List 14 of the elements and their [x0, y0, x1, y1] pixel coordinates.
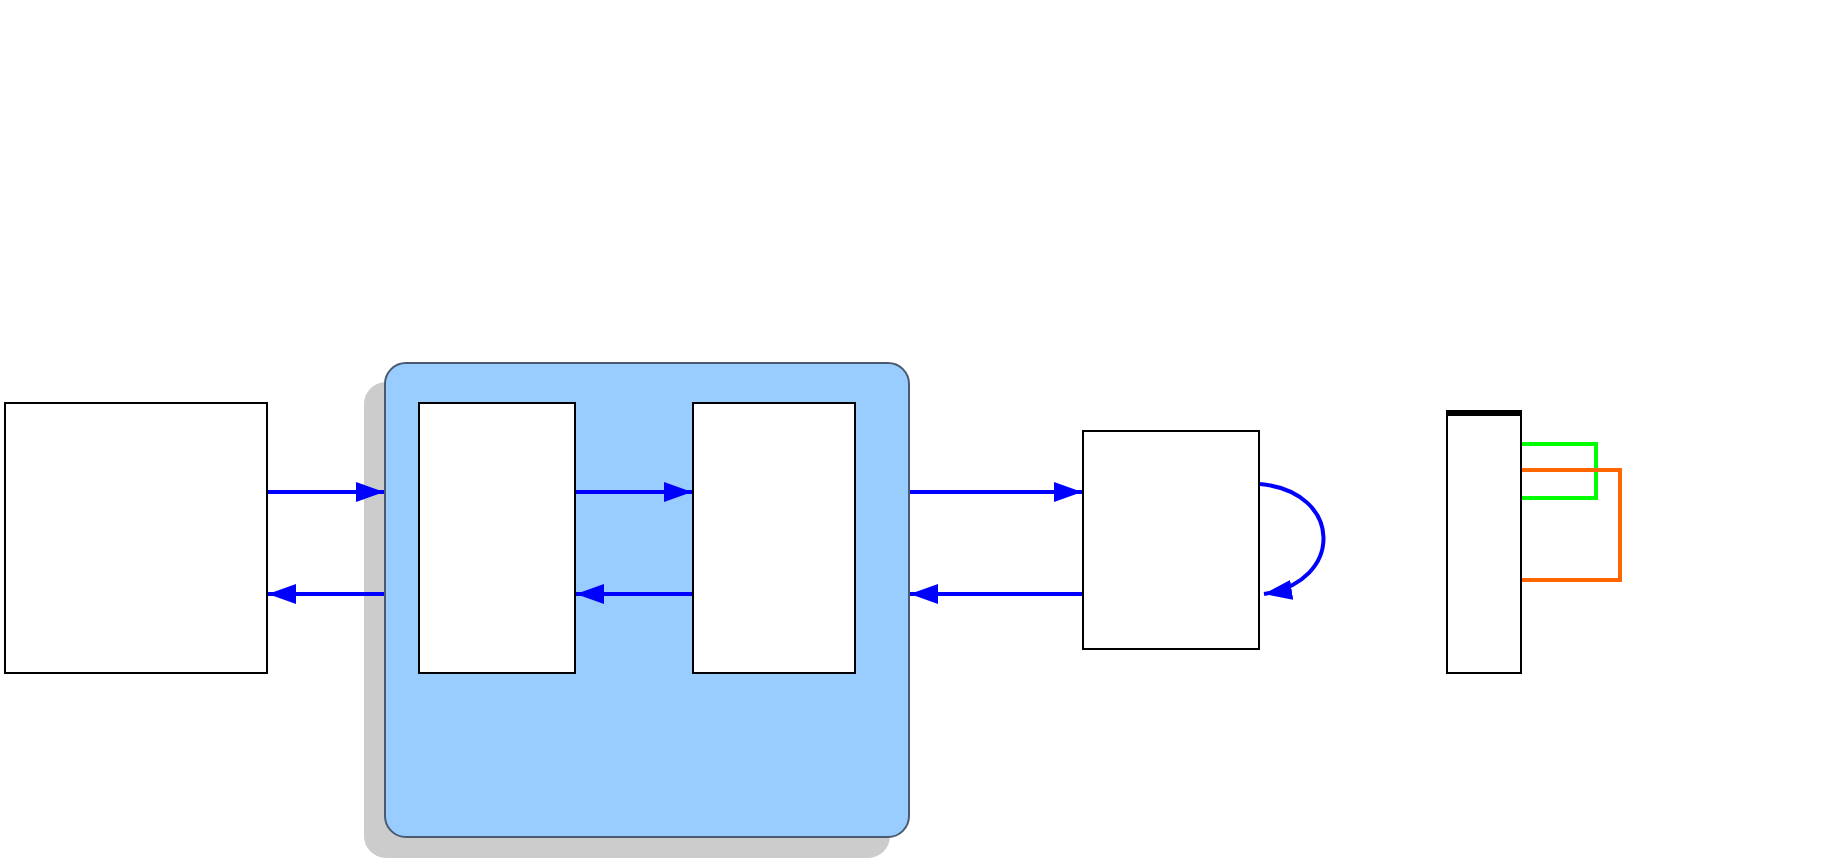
block-box	[692, 402, 856, 674]
loopback-arrow	[1259, 482, 1326, 597]
block-box	[4, 402, 268, 674]
arrow	[268, 482, 384, 502]
block-box	[418, 402, 576, 674]
arrow	[910, 584, 1082, 604]
arrow	[576, 482, 692, 502]
loop-line	[1522, 442, 1598, 500]
arrow	[576, 584, 692, 604]
arrow	[268, 584, 384, 604]
arrow	[910, 482, 1082, 502]
loop-line	[1522, 468, 1622, 582]
connector-bar	[1446, 410, 1522, 674]
block-box	[1082, 430, 1260, 650]
